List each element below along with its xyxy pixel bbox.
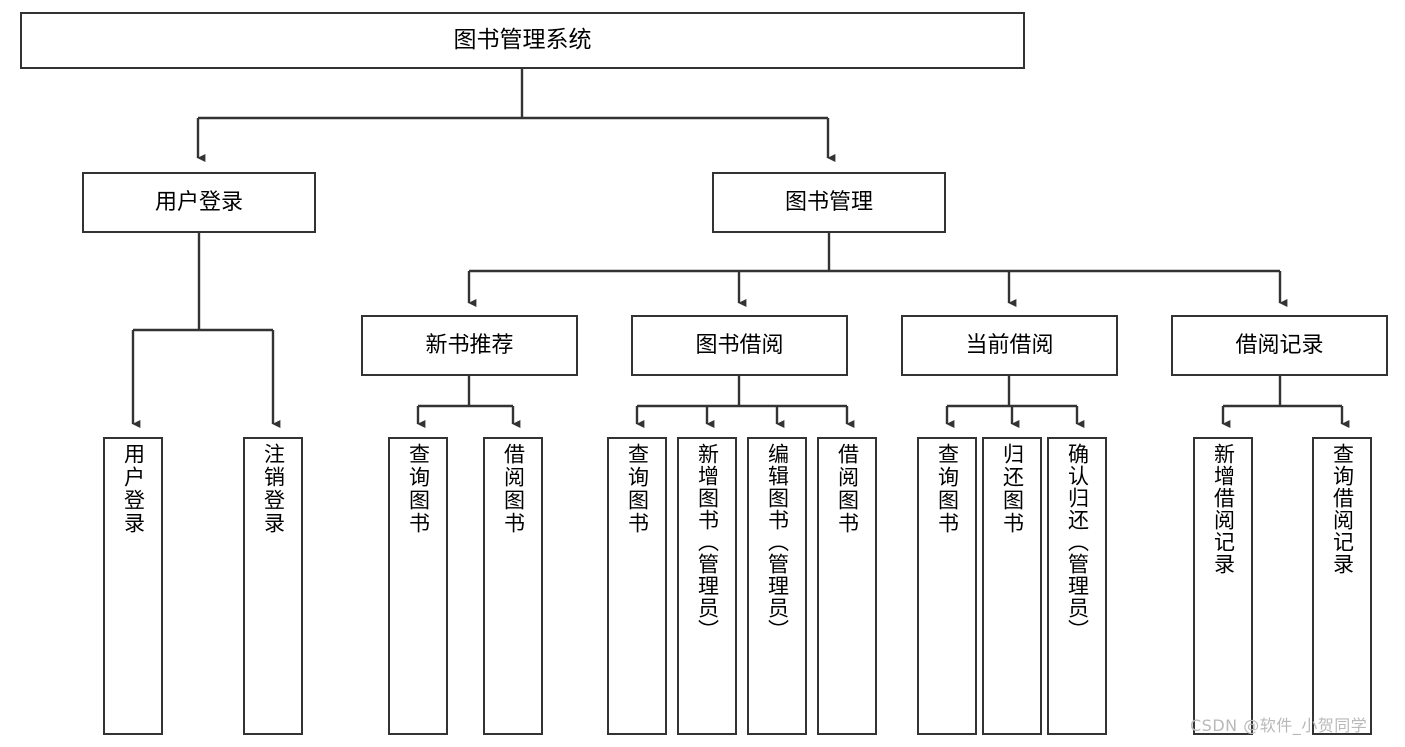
leaf-new-book-borrow[interactable]: 借阅图书 (483, 437, 543, 735)
leaf-label: 查询图书 (625, 443, 650, 535)
leaf-new-book-query[interactable]: 查询图书 (388, 437, 448, 735)
leaf-label: 注销登录 (261, 443, 286, 535)
leaf-label: 新增图书（管理员） (695, 443, 720, 641)
leaf-current-query-book[interactable]: 查询图书 (917, 437, 977, 735)
leaf-record-add-record[interactable]: 新增借阅记录 (1193, 437, 1253, 735)
leaf-label: 查询图书 (406, 443, 431, 535)
leaf-borrow-borrow-book[interactable]: 借阅图书 (817, 437, 877, 735)
node-book-management-label: 图书管理 (784, 189, 873, 215)
leaf-label: 归还图书 (1000, 443, 1025, 535)
node-root-label: 图书管理系统 (453, 26, 592, 53)
leaf-record-query-record[interactable]: 查询借阅记录 (1312, 437, 1372, 735)
leaf-label: 借阅图书 (835, 443, 860, 535)
leaf-label: 用户登录 (121, 443, 146, 535)
node-current-borrow[interactable]: 当前借阅 (901, 315, 1118, 376)
node-borrow-record-label: 借阅记录 (1235, 332, 1324, 358)
node-root[interactable]: 图书管理系统 (20, 12, 1025, 69)
leaf-user-login-logout[interactable]: 注销登录 (243, 437, 303, 735)
leaf-label: 编辑图书（管理员） (765, 443, 790, 641)
node-book-management[interactable]: 图书管理 (712, 172, 946, 233)
node-new-book-recommend-label: 新书推荐 (425, 332, 514, 358)
node-book-borrow-label: 图书借阅 (695, 332, 784, 358)
leaf-borrow-edit-book[interactable]: 编辑图书（管理员） (747, 437, 807, 735)
node-current-borrow-label: 当前借阅 (965, 332, 1054, 358)
leaf-label: 确认归还（管理员） (1065, 443, 1090, 641)
node-user-login-label: 用户登录 (154, 189, 243, 215)
leaf-label: 查询借阅记录 (1330, 443, 1355, 575)
leaf-label: 借阅图书 (501, 443, 526, 535)
leaf-current-confirm-return[interactable]: 确认归还（管理员） (1047, 437, 1107, 735)
leaf-label: 查询图书 (935, 443, 960, 535)
node-new-book-recommend[interactable]: 新书推荐 (361, 315, 578, 376)
leaf-current-return-book[interactable]: 归还图书 (982, 437, 1042, 735)
node-borrow-record[interactable]: 借阅记录 (1171, 315, 1388, 376)
leaf-borrow-add-book[interactable]: 新增图书（管理员） (677, 437, 737, 735)
node-user-login[interactable]: 用户登录 (82, 172, 316, 233)
node-book-borrow[interactable]: 图书借阅 (631, 315, 848, 376)
leaf-label: 新增借阅记录 (1211, 443, 1236, 575)
leaf-user-login-login[interactable]: 用户登录 (103, 437, 163, 735)
leaf-borrow-query-book[interactable]: 查询图书 (607, 437, 667, 735)
watermark: CSDN @软件_小贺同学 (1190, 716, 1368, 735)
